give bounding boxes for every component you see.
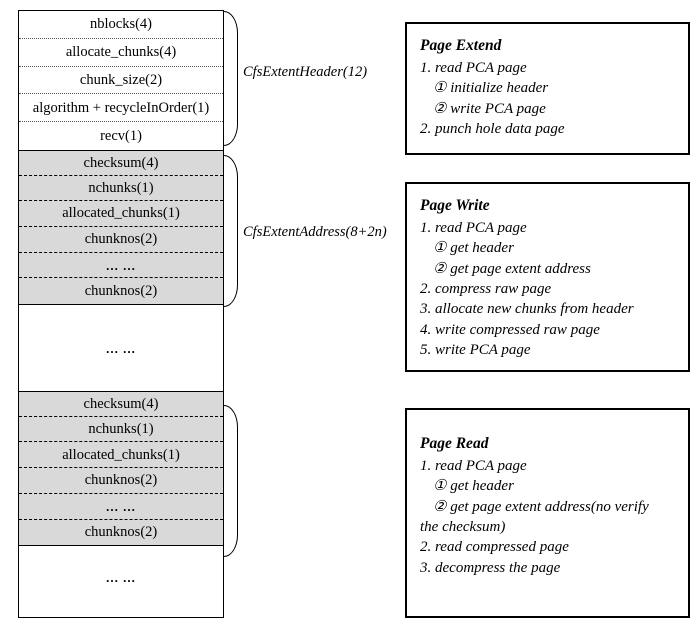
info-line: 1. read PCA page [420,457,527,474]
row-label: nchunks(1) [88,420,154,437]
info-box-title: Page Read [420,435,489,452]
info-box-title: Page Extend [420,37,502,54]
table-row: allocated_chunks(1) [19,201,223,228]
memory-layout-table: nblocks(4) allocate_chunks(4) chunk_size… [18,10,224,618]
row-label: allocated_chunks(1) [62,446,180,463]
row-label: recv(1) [100,127,142,144]
brace-extent-address-2 [224,405,238,557]
info-line: 2. punch hole data page [420,121,565,138]
row-label: ... ... [106,257,136,273]
brace-label-header-group: CfsExtentHeader(12) [243,64,368,80]
info-line: 3. decompress the page [420,559,561,576]
table-row: allocated_chunks(1) [19,442,223,469]
info-line: ① get header [433,240,514,257]
brace-label-extent-address-1: CfsExtentAddress(8+2n) [243,224,387,240]
table-row-ellipsis: ... ... [19,304,223,392]
info-box-title: Page Write [420,197,490,214]
row-label: allocated_chunks(1) [62,205,180,222]
table-row: chunknos(2) [19,227,223,253]
row-label: ... ... [106,340,136,356]
info-line: 1. read PCA page [420,59,527,76]
table-row: nchunks(1) [19,416,223,443]
row-label: chunknos(2) [84,472,158,489]
info-line: ① initialize header [433,80,549,97]
info-line: ② get page extent address [433,260,591,277]
table-row: nblocks(4) [19,11,223,39]
info-line: 2. read compressed page [420,539,569,556]
table-row: nchunks(1) [19,175,223,202]
row-label: chunk_size(2) [79,71,163,88]
table-row: chunknos(2) [19,278,223,305]
info-box-page-write: Page Write 1. read PCA page ① get header… [405,182,690,372]
info-line: the checksum) [420,519,506,536]
row-label: nchunks(1) [88,179,154,196]
info-box-page-extend: Page Extend 1. read PCA page ① initializ… [405,22,690,155]
info-line: ② get page extent address(no verify [433,498,649,515]
table-row: checksum(4) [19,149,223,176]
info-line: 4. write compressed raw page [420,321,600,338]
table-row: allocate_chunks(4) [19,38,223,67]
brace-extent-address-1 [224,155,238,307]
row-label: allocate_chunks(4) [65,43,177,60]
row-label: nblocks(4) [89,16,152,33]
info-line: ② write PCA page [433,100,546,117]
row-label: checksum(4) [83,395,159,412]
table-row-ellipsis: ... ... [19,545,223,609]
info-line: ① get header [433,478,514,495]
info-box-page-read: Page Read 1. read PCA page ① get header … [405,408,690,618]
table-row: chunknos(2) [19,519,223,546]
table-row: chunk_size(2) [19,66,223,95]
info-line: 2. compress raw page [420,281,552,298]
table-row: algorithm + recycleInOrder(1) [19,94,223,123]
info-line: 5. write PCA page [420,342,531,359]
row-label: checksum(4) [83,154,159,171]
info-line: 1. read PCA page [420,219,527,236]
row-label: chunknos(2) [84,283,158,300]
table-row: ... ... [19,493,223,520]
info-line: 3. allocate new chunks from header [420,301,634,318]
table-row: ... ... [19,252,223,279]
row-label: chunknos(2) [84,524,158,541]
row-label: ... ... [106,498,136,514]
row-label: algorithm + recycleInOrder(1) [32,99,210,116]
table-row: chunknos(2) [19,468,223,494]
table-row: recv(1) [19,122,223,150]
row-label: chunknos(2) [84,231,158,248]
table-row: checksum(4) [19,391,223,417]
brace-header-group [224,11,238,146]
row-label: ... ... [106,569,136,585]
